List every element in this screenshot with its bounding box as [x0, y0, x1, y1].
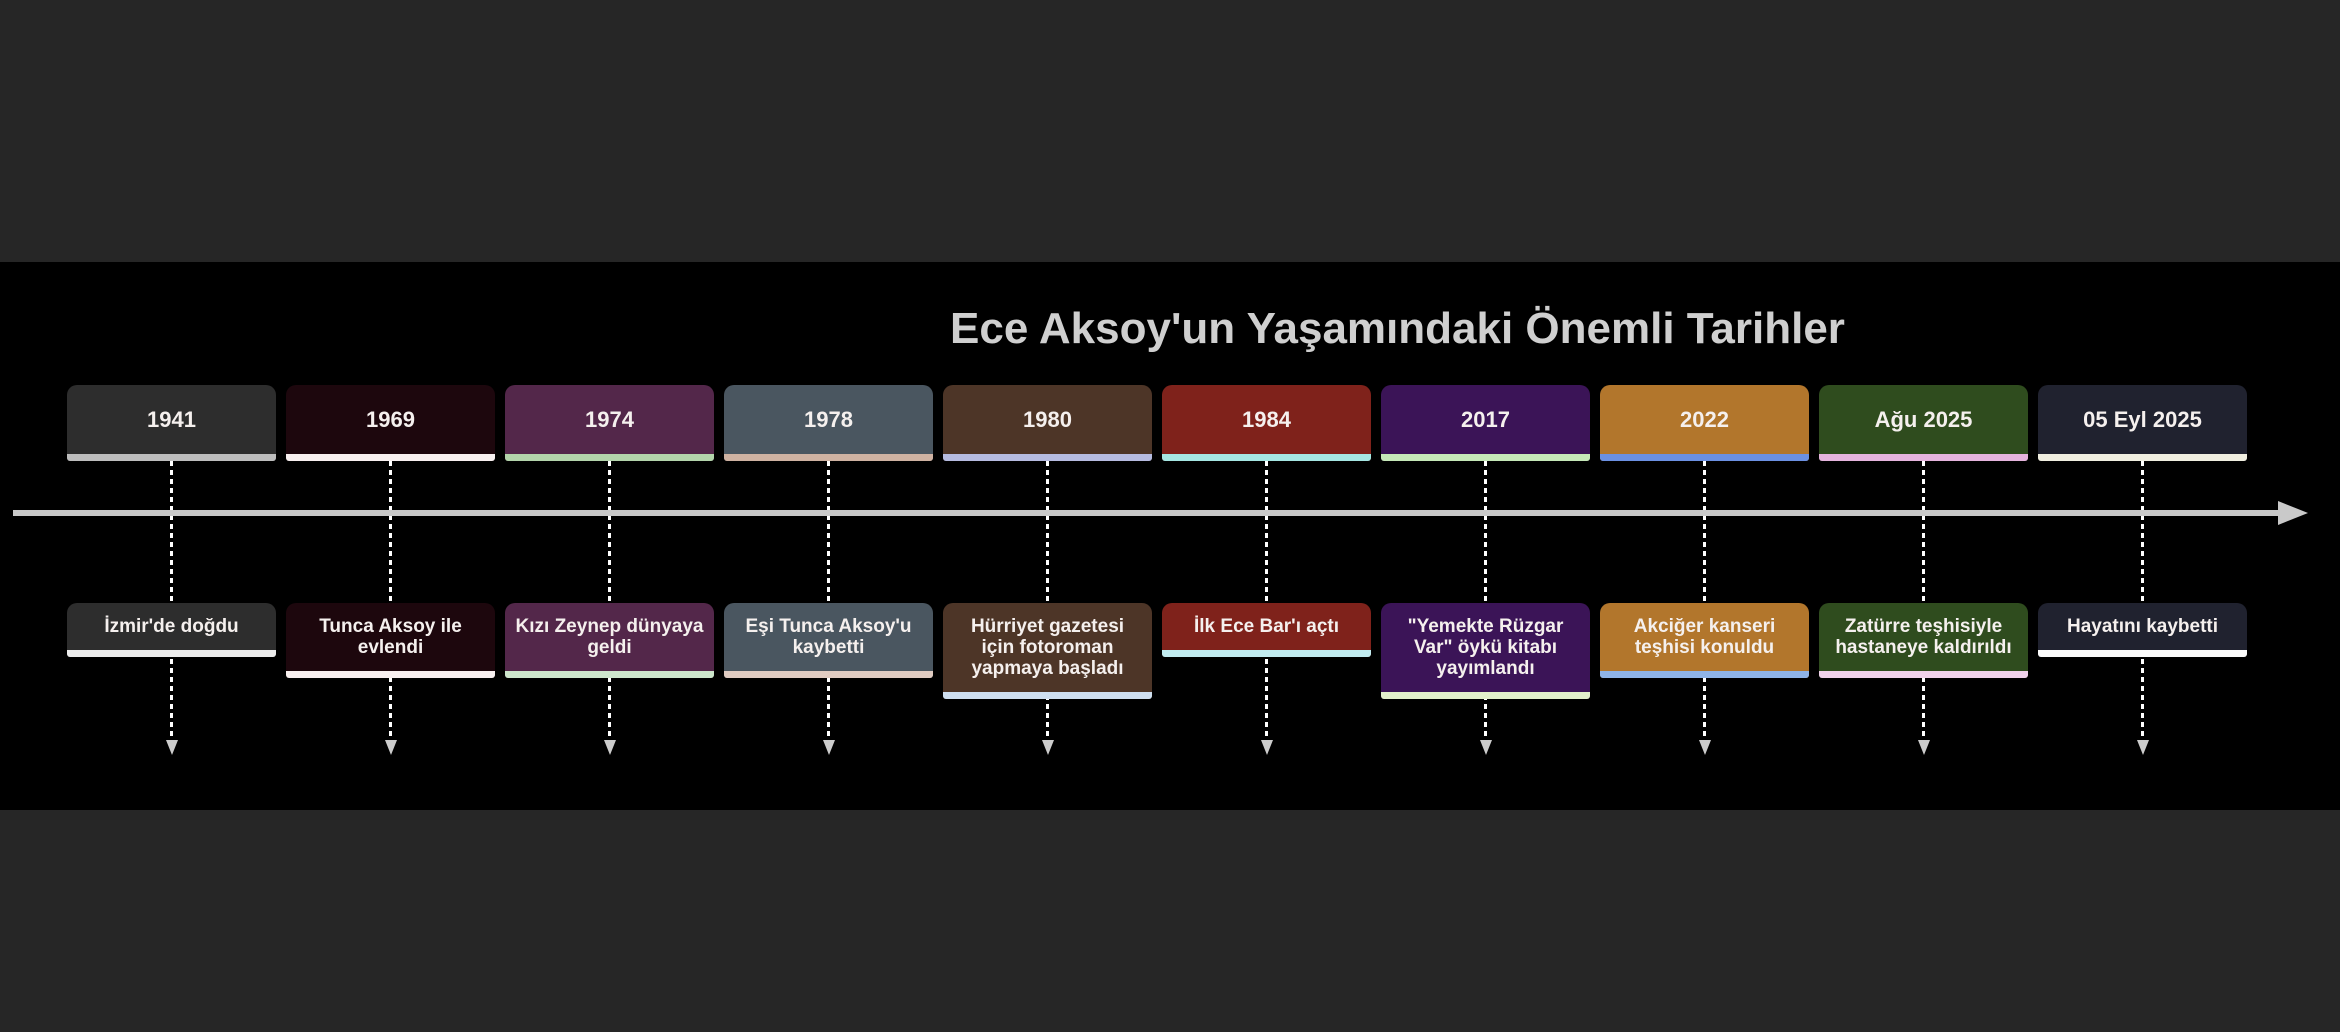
- down-arrow-icon: [823, 740, 835, 755]
- timeline-event-column: 1984 İlk Ece Bar'ı açtı: [1162, 262, 1371, 810]
- event-label-box: İlk Ece Bar'ı açtı: [1162, 603, 1371, 657]
- date-accent-bar: [1162, 454, 1371, 461]
- event-label-box: Akciğer kanseri teşhisi konuldu: [1600, 603, 1809, 678]
- date-accent-bar: [943, 454, 1152, 461]
- event-date-box: 1980: [943, 385, 1152, 461]
- event-label-box: "Yemekte Rüzgar Var" öykü kitabı yayımla…: [1381, 603, 1590, 699]
- down-arrow-icon: [604, 740, 616, 755]
- label-accent-bar: [67, 650, 276, 657]
- label-accent-bar: [505, 671, 714, 678]
- date-accent-bar: [505, 454, 714, 461]
- event-label-text: Hürriyet gazetesi için fotoroman yapmaya…: [970, 616, 1125, 679]
- dashed-connector-line: [1265, 461, 1268, 737]
- event-date-box: 1974: [505, 385, 714, 461]
- date-accent-bar: [1600, 454, 1809, 461]
- event-date-label: 2017: [1461, 406, 1510, 432]
- event-date-label: 1978: [804, 406, 853, 432]
- date-accent-bar: [67, 454, 276, 461]
- timeline-axis-arrow-icon: [2278, 501, 2308, 525]
- down-arrow-icon: [2137, 740, 2149, 755]
- down-arrow-icon: [1042, 740, 1054, 755]
- event-label-text: Eşi Tunca Aksoy'u kaybetti: [745, 616, 912, 658]
- event-label-text: Zatürre teşhisiyle hastaneye kaldırıldı: [1835, 616, 2012, 658]
- timeline-figure: Ece Aksoy'un Yaşamındaki Önemli Tarihler…: [0, 262, 2340, 810]
- event-date-box: 2022: [1600, 385, 1809, 461]
- label-accent-bar: [286, 671, 495, 678]
- timeline-event-column: 1980 Hürriyet gazetesi için fotoroman ya…: [943, 262, 1152, 810]
- event-date-box: 1969: [286, 385, 495, 461]
- timeline-event-column: 05 Eyl 2025 Hayatını kaybetti: [2038, 262, 2247, 810]
- event-label-text: İzmir'de doğdu: [104, 616, 239, 637]
- event-label-box: Zatürre teşhisiyle hastaneye kaldırıldı: [1819, 603, 2028, 678]
- label-accent-bar: [2038, 650, 2247, 657]
- event-date-box: 05 Eyl 2025: [2038, 385, 2247, 461]
- dashed-connector-line: [1046, 461, 1049, 737]
- dashed-connector-line: [1703, 461, 1706, 737]
- event-date-box: 2017: [1381, 385, 1590, 461]
- event-date-label: Ağu 2025: [1874, 406, 1973, 432]
- timeline-event-column: 2022 Akciğer kanseri teşhisi konuldu: [1600, 262, 1809, 810]
- timeline-event-column: 1974 Kızı Zeynep dünyaya geldi: [505, 262, 714, 810]
- label-accent-bar: [1819, 671, 2028, 678]
- event-date-label: 05 Eyl 2025: [2083, 406, 2202, 432]
- event-date-label: 2022: [1680, 406, 1729, 432]
- event-label-box: Tunca Aksoy ile evlendi: [286, 603, 495, 678]
- timeline-event-column: 1941 İzmir'de doğdu: [67, 262, 276, 810]
- down-arrow-icon: [1261, 740, 1273, 755]
- label-accent-bar: [1381, 692, 1590, 699]
- label-accent-bar: [1600, 671, 1809, 678]
- dashed-connector-line: [1922, 461, 1925, 737]
- down-arrow-icon: [166, 740, 178, 755]
- event-label-box: Kızı Zeynep dünyaya geldi: [505, 603, 714, 678]
- event-date-label: 1969: [366, 406, 415, 432]
- dashed-connector-line: [170, 461, 173, 737]
- event-label-text: Kızı Zeynep dünyaya geldi: [515, 616, 704, 658]
- down-arrow-icon: [385, 740, 397, 755]
- event-label-text: "Yemekte Rüzgar Var" öykü kitabı yayımla…: [1407, 616, 1564, 679]
- event-date-box: 1941: [67, 385, 276, 461]
- event-label-box: Hürriyet gazetesi için fotoroman yapmaya…: [943, 603, 1152, 699]
- event-date-label: 1941: [147, 406, 196, 432]
- event-label-text: Hayatını kaybetti: [2067, 616, 2218, 637]
- timeline-event-column: 1978 Eşi Tunca Aksoy'u kaybetti: [724, 262, 933, 810]
- event-date-label: 1974: [585, 406, 634, 432]
- event-label-text: Tunca Aksoy ile evlendi: [319, 616, 462, 658]
- event-label-box: Hayatını kaybetti: [2038, 603, 2247, 657]
- event-date-box: Ağu 2025: [1819, 385, 2028, 461]
- event-date-box: 1978: [724, 385, 933, 461]
- down-arrow-icon: [1918, 740, 1930, 755]
- timeline-axis-line: [13, 510, 2281, 516]
- dashed-connector-line: [827, 461, 830, 737]
- down-arrow-icon: [1480, 740, 1492, 755]
- down-arrow-icon: [1699, 740, 1711, 755]
- dashed-connector-line: [2141, 461, 2144, 737]
- dashed-connector-line: [1484, 461, 1487, 737]
- dashed-connector-line: [389, 461, 392, 737]
- event-label-box: İzmir'de doğdu: [67, 603, 276, 657]
- event-date-box: 1984: [1162, 385, 1371, 461]
- date-accent-bar: [1381, 454, 1590, 461]
- chart-title: Ece Aksoy'un Yaşamındaki Önemli Tarihler: [950, 304, 1845, 353]
- event-label-text: İlk Ece Bar'ı açtı: [1194, 616, 1339, 637]
- date-accent-bar: [2038, 454, 2247, 461]
- event-label-box: Eşi Tunca Aksoy'u kaybetti: [724, 603, 933, 678]
- label-accent-bar: [724, 671, 933, 678]
- timeline-event-column: 1969 Tunca Aksoy ile evlendi: [286, 262, 495, 810]
- date-accent-bar: [1819, 454, 2028, 461]
- timeline-event-column: 2017 "Yemekte Rüzgar Var" öykü kitabı ya…: [1381, 262, 1590, 810]
- label-accent-bar: [943, 692, 1152, 699]
- event-label-text: Akciğer kanseri teşhisi konuldu: [1633, 616, 1776, 658]
- date-accent-bar: [286, 454, 495, 461]
- date-accent-bar: [724, 454, 933, 461]
- dashed-connector-line: [608, 461, 611, 737]
- event-date-label: 1984: [1242, 406, 1291, 432]
- event-date-label: 1980: [1023, 406, 1072, 432]
- timeline-event-column: Ağu 2025 Zatürre teşhisiyle hastaneye ka…: [1819, 262, 2028, 810]
- label-accent-bar: [1162, 650, 1371, 657]
